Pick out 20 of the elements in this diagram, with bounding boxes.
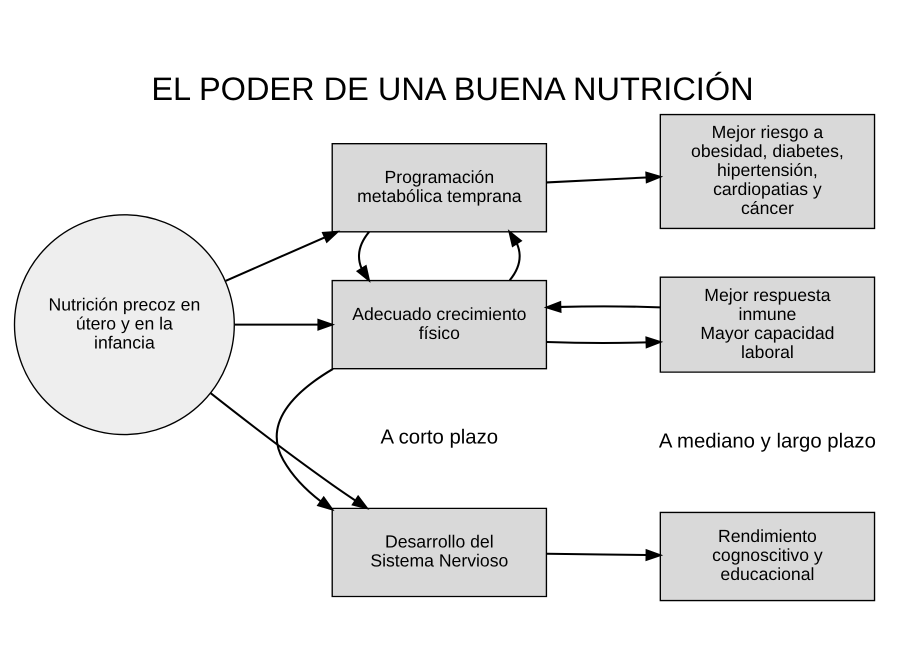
arrow: [276, 368, 335, 511]
node-box: Programación metabólica temprana: [332, 142, 548, 232]
arrow: [544, 300, 660, 313]
node-box: Adecuado crecimiento físico: [332, 279, 548, 369]
arrow: [546, 170, 664, 184]
node-circle: Nutrición precoz en útero y en la infancia: [14, 214, 235, 435]
node-box: Mejor respuesta inmune Mayor capacidad laboral: [660, 276, 876, 372]
diagram-title: EL PODER DE UNA BUENA NUTRICIÓN: [151, 70, 754, 106]
arrow: [356, 230, 371, 282]
arrow: [546, 336, 664, 348]
node-box: Desarrollo del Sistema Nervioso: [332, 507, 548, 597]
arrow: [225, 230, 340, 282]
arrow: [508, 228, 522, 280]
arrow: [234, 318, 336, 330]
arrow: [210, 392, 370, 510]
label: A mediano y largo plazo: [658, 430, 876, 452]
label: A corto plazo: [380, 426, 498, 448]
arrow: [546, 548, 664, 561]
node-box: Mejor riesgo a obesidad, diabetes, hipertensión, cardiopatias y cáncer: [660, 113, 876, 229]
node-box: Rendimiento cognoscitivo y educacional: [660, 511, 876, 601]
